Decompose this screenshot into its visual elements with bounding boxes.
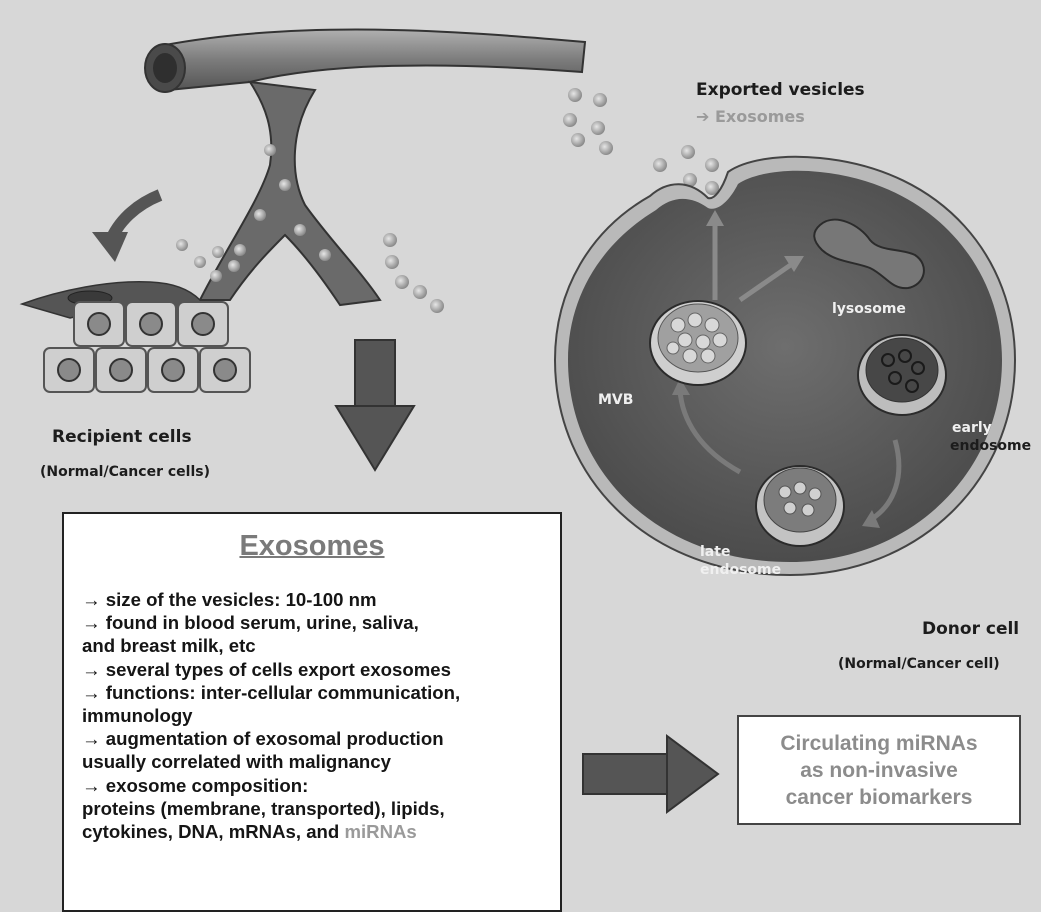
info-lines: → size of the vesicles: 10-100 nm → foun… bbox=[82, 588, 552, 843]
info-line: and breast milk, etc bbox=[82, 634, 552, 657]
info-line-last: cytokines, DNA, mRNAs, and miRNAs bbox=[82, 820, 552, 843]
info-line: → size of the vesicles: 10-100 nm bbox=[82, 588, 552, 611]
right-arrow-icon bbox=[583, 736, 718, 812]
blood-vessel bbox=[145, 30, 585, 305]
label-exported-vesicles: Exported vesicles bbox=[696, 80, 865, 100]
curved-arrow-icon bbox=[92, 195, 160, 262]
info-line: → exosome composition: bbox=[82, 774, 552, 797]
label-late: late bbox=[700, 544, 730, 560]
label-lysosome: lysosome bbox=[832, 301, 906, 317]
biomarkers-line: cancer biomarkers bbox=[786, 784, 973, 811]
info-line: → several types of cells export exosomes bbox=[82, 658, 552, 681]
exosomes-info-box: Exosomes → size of the vesicles: 10-100 … bbox=[62, 512, 562, 912]
label-recipient-cells-sub: (Normal/Cancer cells) bbox=[40, 464, 210, 480]
label-early: early bbox=[952, 420, 992, 436]
down-arrow-icon bbox=[336, 340, 414, 470]
info-line: proteins (membrane, transported), lipids… bbox=[82, 797, 552, 820]
info-line: immunology bbox=[82, 704, 552, 727]
biomarkers-line: as non-invasive bbox=[800, 757, 958, 784]
donor-cell bbox=[555, 157, 1015, 575]
info-line-text: cytokines, DNA, mRNAs, and bbox=[82, 821, 339, 842]
biomarkers-box: Circulating miRNAs as non-invasive cance… bbox=[737, 715, 1021, 825]
label-donor-cell-sub: (Normal/Cancer cell) bbox=[838, 656, 1000, 672]
info-title: Exosomes bbox=[64, 530, 560, 563]
label-early-endosome: endosome bbox=[950, 438, 1031, 454]
label-donor-cell: Donor cell bbox=[922, 619, 1019, 639]
label-recipient-cells: Recipient cells bbox=[52, 427, 192, 447]
biomarkers-line: Circulating miRNAs bbox=[780, 730, 977, 757]
label-exosomes-arrow: ➔ Exosomes bbox=[696, 107, 805, 126]
label-mvb: MVB bbox=[598, 392, 633, 408]
info-highlight-mirnas: miRNAs bbox=[344, 821, 416, 842]
info-line: → augmentation of exosomal production bbox=[82, 727, 552, 750]
info-line: → found in blood serum, urine, saliva, bbox=[82, 611, 552, 634]
info-line: usually correlated with malignancy bbox=[82, 750, 552, 773]
info-line: → functions: inter-cellular communicatio… bbox=[82, 681, 552, 704]
label-late-endosome: endosome bbox=[700, 562, 781, 578]
